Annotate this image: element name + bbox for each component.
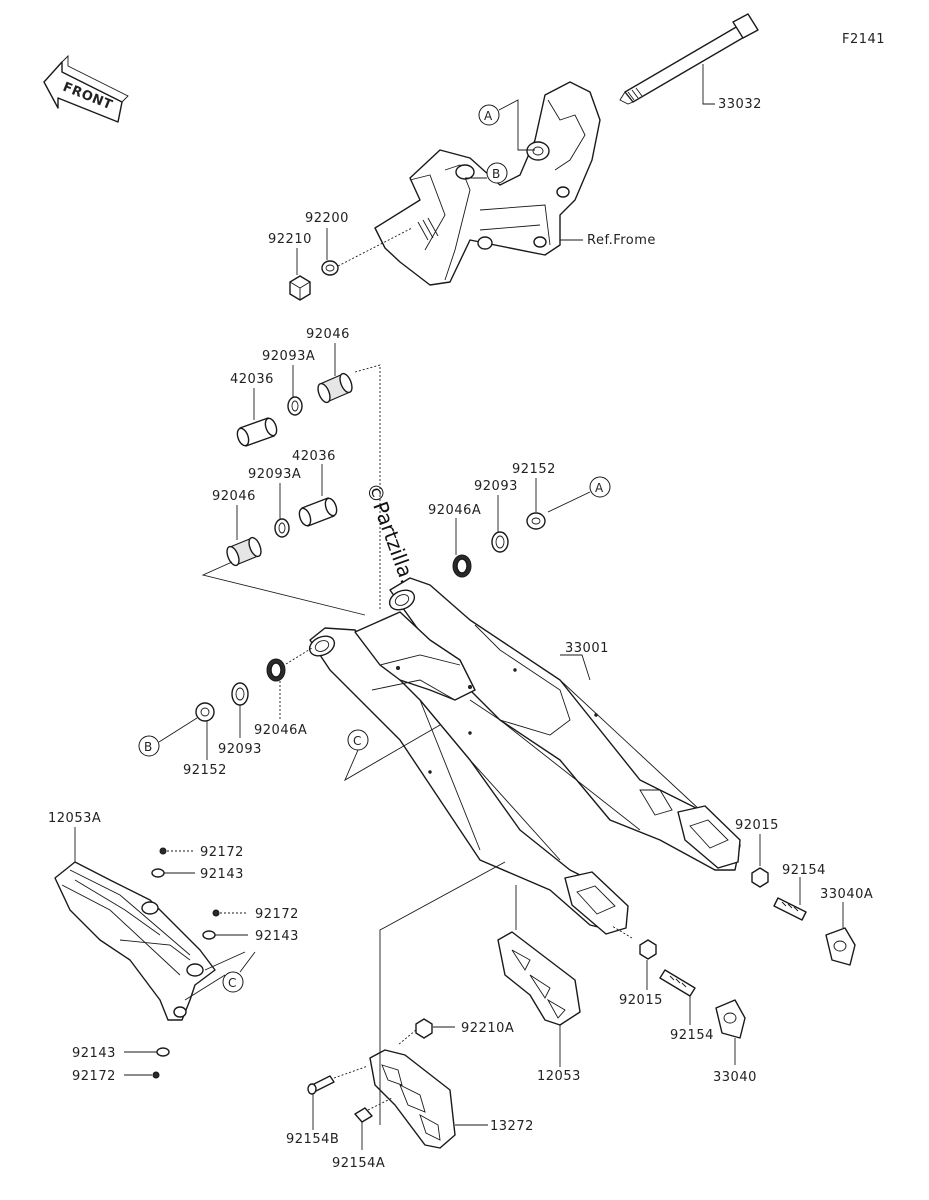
washer-92143-a: 92143 [151,867,244,882]
washer-92152-left: 92152 [183,702,227,778]
ring-92093a-top: 92093A [262,349,315,416]
screw-92172-c: 92172 [72,1069,160,1084]
callout-a-frame: A [478,99,535,151]
part-label-92093-right: 92093 [474,479,518,494]
part-label-42036-top: 42036 [230,372,274,387]
ring-92093-left: 92093 [218,682,262,757]
chain-guard-13272: 13272 [369,861,534,1149]
washer-92152-right: 92152 [512,462,556,530]
callout-c-slider: C [184,951,256,1001]
ring-92093-right: 92093 [474,479,518,553]
chain-slider-12053a: 12053A [48,811,216,1021]
part-label-92172-a: 92172 [200,845,244,860]
bolt-92154b: 92154B [286,1065,369,1147]
part-label-92154a: 92154A [332,1156,385,1171]
bolt-92154-mid: 92154 [659,969,714,1043]
adjuster-33040a: 33040A [820,887,873,966]
svg-text:B: B [144,740,153,754]
part-label-42036-mid: 42036 [292,449,336,464]
part-label-13272: 13272 [490,1119,534,1134]
part-label-92093a-top: 92093A [262,349,315,364]
frame-reference: Ref.Frome [374,81,656,286]
front-arrow-icon: FRONT [43,54,129,123]
washer-92143-c: 92143 [72,1046,170,1061]
chain-guide-12053: 12053 [497,885,581,1084]
swingarm-33001: 33001 [308,577,741,935]
nut-92210a: 92210A [397,1018,514,1046]
adjuster-33040: 33040 [713,999,757,1085]
part-label-92172-b: 92172 [255,907,299,922]
bolt-92154-right: 92154 [773,863,826,921]
part-label-92093-left: 92093 [218,742,262,757]
part-label-92152-right: 92152 [512,462,556,477]
ref-frame-label: Ref.Frome [587,233,656,248]
svg-text:C: C [353,734,362,748]
part-label-12053a: 12053A [48,811,101,826]
part-label-12053: 12053 [537,1069,581,1084]
part-label-92015-mid: 92015 [619,993,663,1008]
nut-92015-right: 92015 [735,818,779,888]
part-label-92210: 92210 [268,232,312,247]
seal-92046a-left: 92046A [254,647,313,738]
washer-92143-b: 92143 [202,929,299,944]
part-label-92200: 92200 [305,211,349,226]
part-label-92143-b: 92143 [255,929,299,944]
sleeve-42036-mid: 42036 [292,449,338,527]
part-label-92046a-right: 92046A [428,503,481,518]
svg-text:A: A [595,481,604,495]
part-label-92046-top: 92046 [306,327,350,342]
part-label-92154b: 92154B [286,1132,339,1147]
part-label-92172-c: 92172 [72,1069,116,1084]
screw-92172-b: 92172 [212,907,299,922]
callout-b-frame: B [465,162,508,184]
ring-92093a-mid: 92093A [248,467,301,538]
svg-text:A: A [484,109,493,123]
callout-c-swingarm: C [344,724,441,782]
part-label-33040: 33040 [713,1070,757,1085]
nut-92210: 92210 [268,232,312,301]
bolt-92154a: 92154A [332,1097,393,1171]
bearing-92046-top: 92046 [306,327,381,610]
part-label-33040a: 33040A [820,887,873,902]
part-label-92152-left: 92152 [183,763,227,778]
washer-92200: 92200 [305,211,413,276]
part-label-92154-mid: 92154 [670,1028,714,1043]
part-label-92046-mid: 92046 [212,489,256,504]
seal-92046a-right: 92046A [428,503,481,578]
part-label-92143-c: 92143 [72,1046,116,1061]
nut-92015-mid: 92015 [611,925,663,1008]
sleeve-42036-top: 42036 [230,372,278,447]
svg-text:B: B [492,167,501,181]
part-label-33032: 33032 [718,97,762,112]
part-label-92015-right: 92015 [735,818,779,833]
part-label-92210a: 92210A [461,1021,514,1036]
part-label-92046a-left: 92046A [254,723,307,738]
part-label-92154-right: 92154 [782,863,826,878]
part-label-92093a-mid: 92093A [248,467,301,482]
part-label-92143-a: 92143 [200,867,244,882]
screw-92172-a: 92172 [159,845,244,860]
pivot-shaft-33032: 33032 [619,13,762,112]
callout-b-swingarm: B [138,717,198,757]
callout-a-swingarm: A [547,476,611,513]
part-label-33001: 33001 [565,641,609,656]
diagram-id: F2141 [842,32,885,47]
svg-text:C: C [228,976,237,990]
bearing-92046-mid: 92046 [201,489,366,616]
